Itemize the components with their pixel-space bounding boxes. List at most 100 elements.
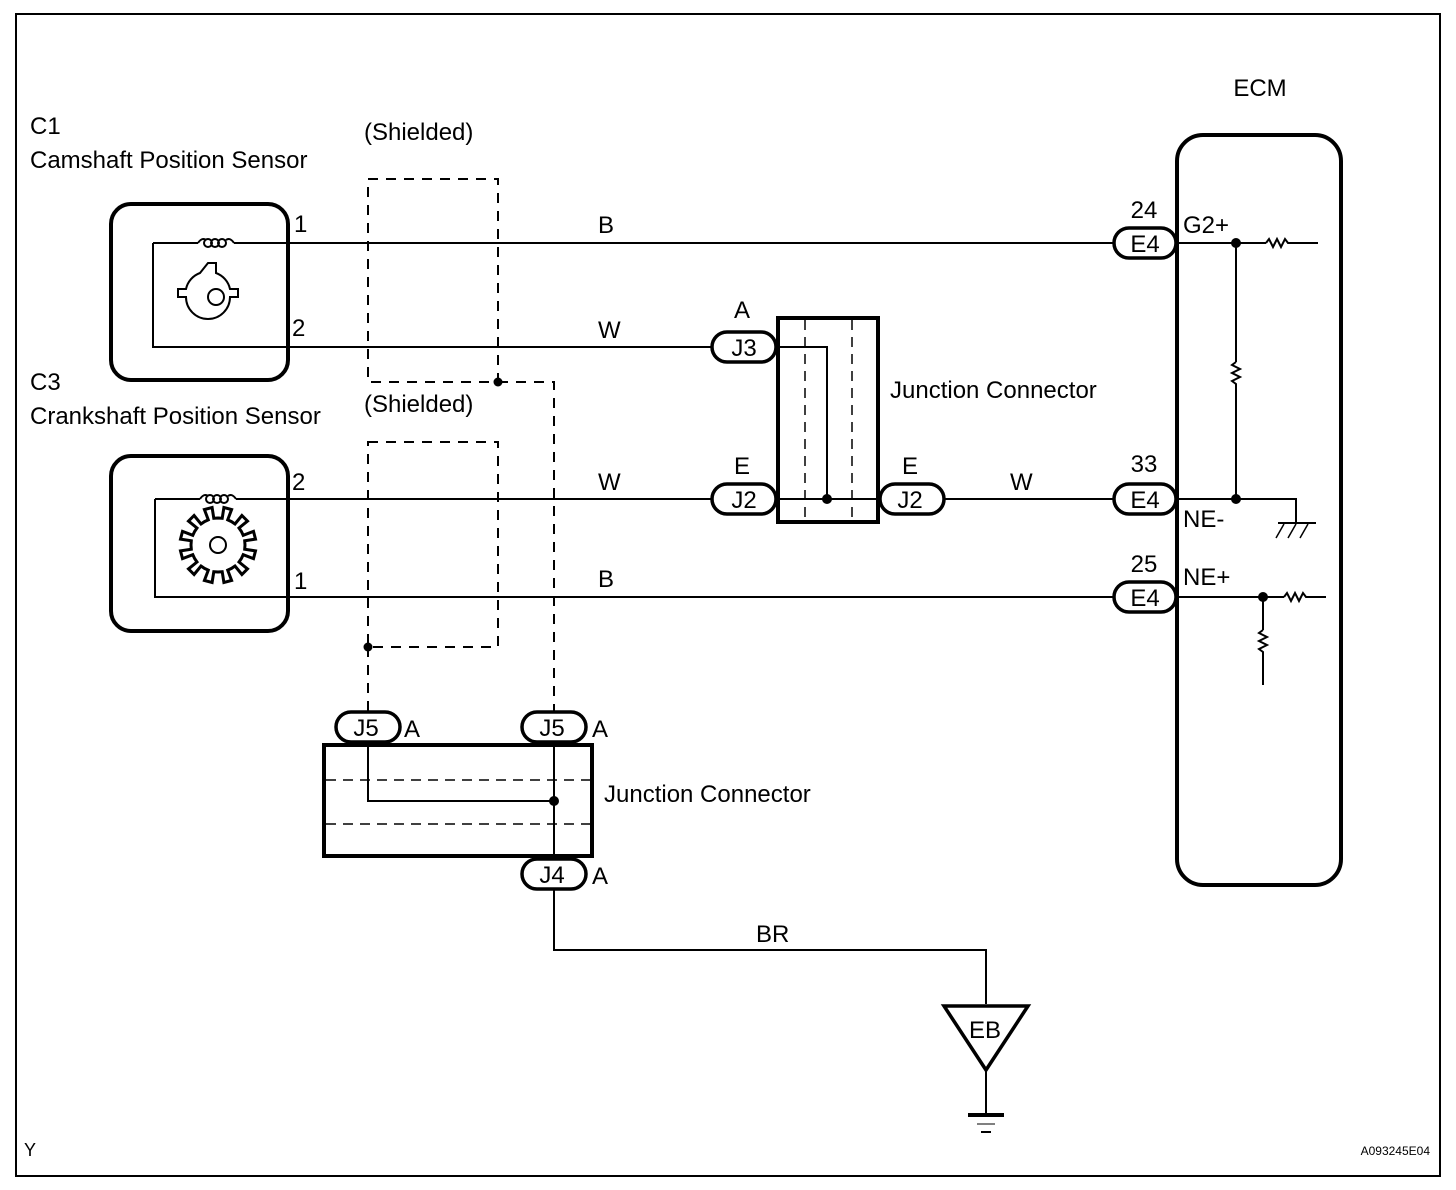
wire-color-ne-plus: B [598,566,614,593]
ecm-terminal-ne-plus-pin: 25 [1131,551,1158,578]
upper-shield-drain-wire [498,381,555,720]
connector-j3-pill [710,330,778,364]
gear-outline [178,505,258,585]
chassis-ground-icon [1275,522,1316,539]
ecm-ne-minus-internal-line [1179,498,1297,522]
lower-junction-body [322,743,594,858]
ecm-terminal-ne-minus: E4 33 NE- [1112,451,1224,533]
crankshaft-gear-hub [209,536,227,554]
upper-junction-splice-dot [822,494,832,504]
wire-color-g2-plus: B [598,212,614,239]
resistor-icon [1265,236,1318,250]
camshaft-sensor-code: C1 [30,113,61,140]
resistor-icon [1256,629,1270,685]
camshaft-rotor-icon [177,262,239,320]
lower-junction-label: Junction Connector [604,781,811,808]
wire-color-cam-ground: W [598,317,621,344]
connector-j2-left: J2 E [710,453,778,516]
connector-j2-left-letter: E [734,453,750,480]
connector-j2-right-pill [878,482,946,516]
connector-j5-left-pill [334,710,402,744]
coil-icon [199,494,237,504]
connector-j5-right-pill [520,710,588,744]
connector-j4-letter: A [592,863,608,890]
connector-j4: J4 A [520,857,608,891]
ecm-terminal-ne-plus-signal: NE+ [1183,564,1230,591]
crankshaft-pin-2: 2 [292,469,305,496]
camshaft-sensor-inner-wire [152,243,300,348]
ecm-terminal-g2-plus-signal: G2+ [1183,212,1229,239]
ecm-label: ECM [1233,75,1286,102]
crankshaft-pin-1: 1 [294,568,307,595]
wire-color-ne-minus-left: W [598,469,621,496]
lower-shield: (Shielded) [363,391,499,720]
wire-color-shield-ground: BR [756,921,789,948]
connector-j5-left: J5 A [334,710,420,744]
ground-point-triangle [940,1004,1032,1074]
connector-j2-left-pill [710,482,778,516]
lower-shield-box [367,441,499,648]
ground-point-label: EB [969,1017,1001,1044]
camshaft-position-sensor: C1 Camshaft Position Sensor 1 2 [30,113,307,382]
camshaft-sensor-name: Camshaft Position Sensor [30,147,307,174]
upper-junction-label: Junction Connector [890,377,1097,404]
connector-j5-left-letter: A [404,716,420,743]
connector-j2-right: J2 E [878,453,946,516]
upper-shield-box [367,178,499,383]
ecm-terminal-ne-plus-pill [1112,580,1178,614]
ecm-terminal-ne-minus-pin: 33 [1131,451,1158,478]
ecm-terminal-g2-plus-connector: E4 [1130,231,1159,258]
camshaft-pin-2: 2 [292,315,305,342]
connector-j2-left-label: J2 [731,487,756,514]
coil-icon [197,238,235,248]
upper-junction-internal-wire [776,346,828,499]
upper-junction-connector: Junction Connector J3 A J2 E J2 E [710,297,1097,524]
ecm-terminal-g2-plus-pin: 24 [1131,197,1158,224]
ground-icon [968,1113,1004,1133]
connector-j5-left-label: J5 [353,715,378,742]
ground-point-eb: EB [940,1004,1032,1133]
ecm-terminal-g2-plus: E4 24 G2+ [1112,197,1229,260]
connector-j3: J3 A [710,297,778,364]
connector-j4-label: J4 [539,862,564,889]
connector-j3-label: J3 [731,335,756,362]
upper-junction-body [776,316,880,524]
ecm-terminal-g2-plus-pill [1112,226,1178,260]
lower-shield-label: (Shielded) [364,391,473,418]
ecm-body [1175,133,1343,887]
wire-color-ne-minus-right: W [1010,469,1033,496]
resistor-icon [1283,590,1326,604]
crankshaft-position-sensor: C3 Crankshaft Position Sensor 2 1 [30,369,321,633]
connector-j2-right-label: J2 [897,487,922,514]
ecm: ECM E4 24 G2+ E4 33 NE- E4 25 NE+ [1112,75,1343,887]
camshaft-sensor-body [109,202,290,382]
ecm-terminal-ne-minus-signal: NE- [1183,506,1224,533]
figure-code: A093245E04 [1361,1144,1431,1158]
upper-shield-label: (Shielded) [364,119,473,146]
diagram-frame [15,13,1441,1177]
connector-j5-right-label: J5 [539,715,564,742]
crankshaft-sensor-name: Crankshaft Position Sensor [30,403,321,430]
connector-j5-right: J5 A [520,710,608,744]
corner-mark: Y [24,1140,36,1160]
lower-junction-connector: Junction Connector J5 A J5 A J4 A [322,710,811,891]
connector-j5-right-letter: A [592,716,608,743]
resistor-icon [1229,361,1243,499]
ecm-terminal-ne-plus-connector: E4 [1130,585,1159,612]
ecm-terminal-ne-plus: E4 25 NE+ [1112,551,1230,614]
lower-junction-splice-dot [549,796,559,806]
wire-shield-ground [553,889,987,1004]
crankshaft-sensor-body [109,454,290,633]
crankshaft-gear-icon [178,505,258,585]
lower-junction-internal-wire [367,743,554,802]
upper-shield: (Shielded) [364,119,555,720]
ecm-internal-circuit [1179,236,1326,685]
crankshaft-sensor-code: C3 [30,369,61,396]
camshaft-pin-1: 1 [294,211,307,238]
connector-j3-letter: A [734,297,750,324]
connector-j2-right-letter: E [902,453,918,480]
crankshaft-sensor-inner-wire [154,499,300,598]
ecm-terminal-ne-minus-connector: E4 [1130,487,1159,514]
ecm-terminal-ne-minus-pill [1112,482,1178,516]
